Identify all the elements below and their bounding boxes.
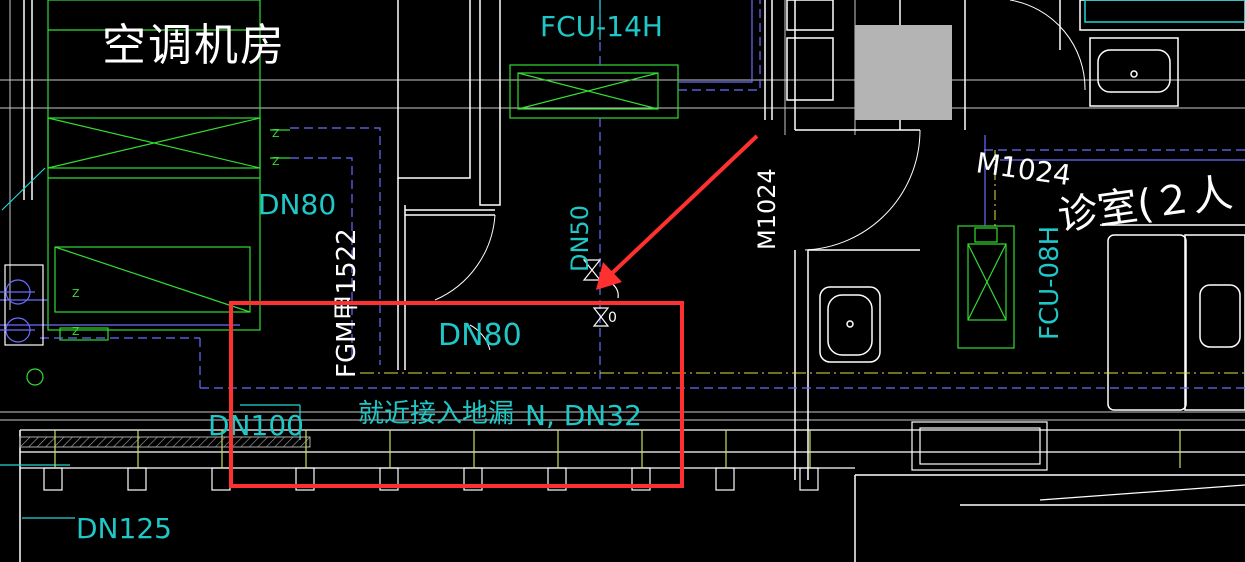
label-dn125: DN125 — [76, 512, 172, 545]
label-fcu-08h: FCU-08H — [1035, 226, 1065, 340]
label-dn80-left: DN80 — [258, 188, 336, 221]
dashed-pipes — [40, 0, 1245, 389]
beam-structure — [20, 421, 1245, 501]
label-n-dn32: N, DN32 — [525, 399, 642, 432]
label-door-m1024-vertical: M1024 — [753, 168, 781, 250]
svg-text:Z: Z — [72, 287, 80, 300]
clinic-furniture — [1100, 224, 1245, 411]
beam-ticks — [54, 430, 1181, 468]
hatched-beam — [19, 436, 311, 448]
label-dn50: DN50 — [566, 205, 594, 272]
solid-blue-pipes — [0, 0, 1245, 326]
ac-room-equipment: Z Z Z Z — [26, 0, 290, 386]
svg-text:Z: Z — [272, 127, 280, 140]
fcu-14h-unit — [509, 64, 679, 119]
svg-text:Z: Z — [272, 155, 280, 168]
door-swings — [434, 0, 1086, 351]
left-fittings — [0, 264, 44, 346]
label-drain-note: 就近接入地漏 — [358, 399, 514, 429]
fcu-08h-unit — [957, 225, 1015, 349]
cyan-pipes — [0, 0, 601, 519]
svg-text:Z: Z — [72, 325, 80, 338]
label-dn100: DN100 — [208, 409, 304, 442]
annotation-arrow — [596, 134, 759, 290]
label-fcu-14h: FCU-14H — [540, 10, 663, 43]
sinks — [819, 37, 1179, 363]
grid-lines — [0, 0, 1245, 421]
walls — [19, 0, 1245, 562]
label-ac-room: 空调机房 — [102, 20, 286, 71]
shaft-block — [855, 25, 952, 120]
label-dn80-center: DN80 — [438, 318, 522, 353]
highlight-box — [229, 301, 684, 488]
svg-text:0: 0 — [608, 310, 617, 326]
